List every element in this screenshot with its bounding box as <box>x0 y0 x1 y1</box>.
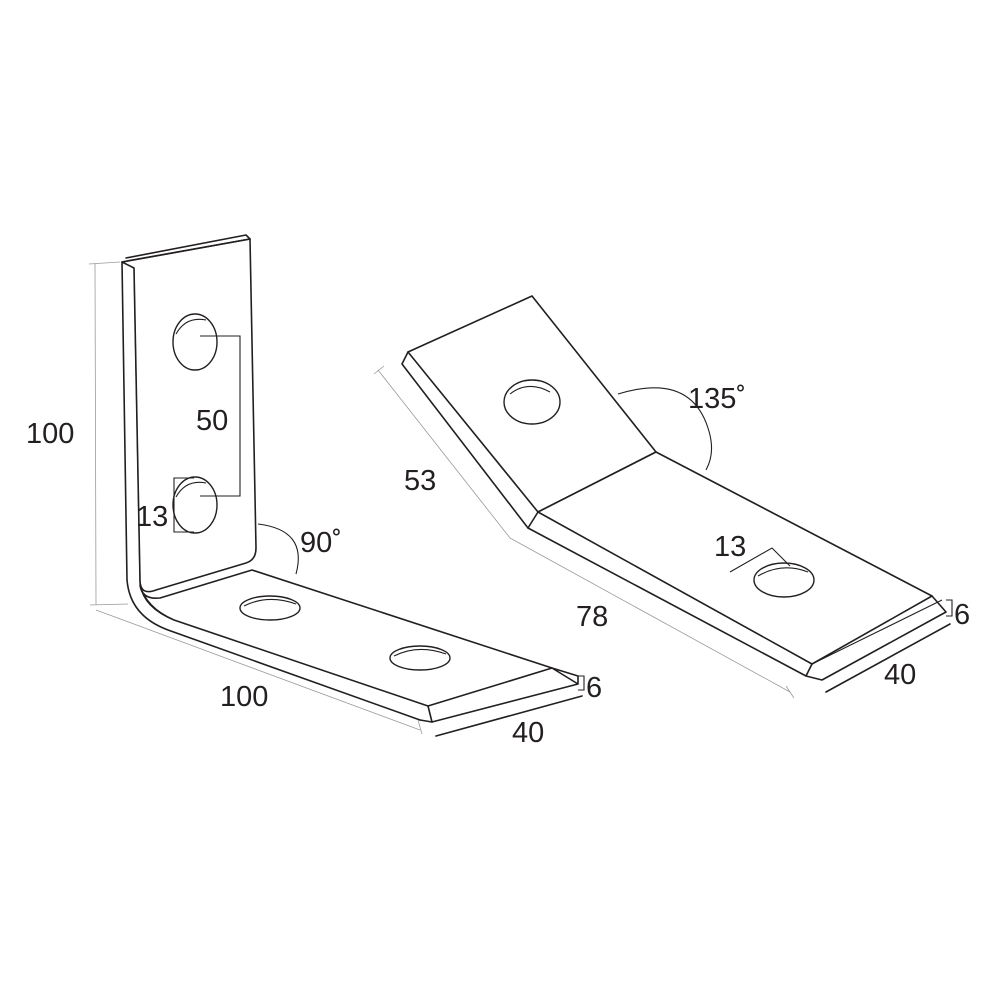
bracket-135-hole-diameter-dimension <box>729 547 791 573</box>
bracket-90-height-dimension-line <box>88 261 129 606</box>
bracket-90-width-dimension-line <box>435 695 583 737</box>
bracket-135-thickness-dimension <box>946 599 953 617</box>
bracket-135-width-dimension-line <box>825 623 951 693</box>
bracket-90-hole-lower <box>172 476 218 534</box>
bracket-90-height-label: 100 <box>26 418 74 450</box>
bracket-90-hole-base-2-inner <box>393 648 447 657</box>
bracket-135-hole-diameter-label: 13 <box>714 531 746 563</box>
bracket-90-hole-upper-inner <box>175 318 207 335</box>
bracket-90-thickness-label: 6 <box>586 672 602 704</box>
bracket-90-top-edge <box>121 234 251 263</box>
bracket-90-length-label: 100 <box>220 681 268 713</box>
bracket-135-angle-label: 135˚ <box>688 383 746 415</box>
bracket-135-long-leg-dimension-line <box>509 537 795 699</box>
bracket-90-end-corner <box>419 719 433 723</box>
bracket-135-outer-edge-short <box>401 351 539 529</box>
bracket-90-hole-base-1-inner <box>243 598 297 607</box>
bracket-90-hole-diameter-label: 13 <box>136 501 168 533</box>
bracket-135-angle-arc <box>617 387 713 471</box>
bracket-90-hole-spacing-dimension <box>200 335 241 497</box>
bracket-135-end-inner-edge <box>811 599 943 665</box>
bracket-90-hole-lower-inner <box>175 481 207 498</box>
bracket-135-width-label: 40 <box>884 659 916 691</box>
bracket-135-hole-short-leg <box>503 379 561 425</box>
bracket-90-vertical-plate <box>121 238 257 593</box>
bracket-90-hole-diameter-dimension <box>173 477 194 533</box>
bracket-135-outer-edge-long <box>527 527 947 681</box>
bracket-90-hole-spacing-label: 50 <box>196 405 228 437</box>
bracket-135-degree: 53 135˚ 13 78 6 40 <box>373 295 970 699</box>
bracket-135-hole-long-leg-inner <box>757 567 809 577</box>
bracket-90-angle-arc <box>257 523 299 575</box>
bracket-90-width-label: 40 <box>512 717 544 749</box>
bracket-135-long-leg-label: 78 <box>576 601 608 633</box>
bracket-135-hole-short-leg-inner <box>509 385 551 395</box>
bracket-135-short-leg-label: 53 <box>404 465 436 497</box>
bracket-90-outer-bend <box>121 261 421 721</box>
bracket-90-hole-upper <box>172 313 218 371</box>
bracket-135-thickness-label: 6 <box>954 599 970 631</box>
bracket-135-short-leg-dimension-line <box>373 365 511 539</box>
bracket-90-horizontal-plate <box>139 569 553 707</box>
bracket-135-hole-long-leg <box>753 562 815 598</box>
bracket-90-length-dimension-line <box>95 609 423 735</box>
bracket-90-angle-label: 90˚ <box>300 527 342 559</box>
bracket-90-degree: 100 50 13 90˚ 100 6 40 <box>26 234 602 749</box>
bracket-90-thickness-dimension <box>578 675 585 691</box>
